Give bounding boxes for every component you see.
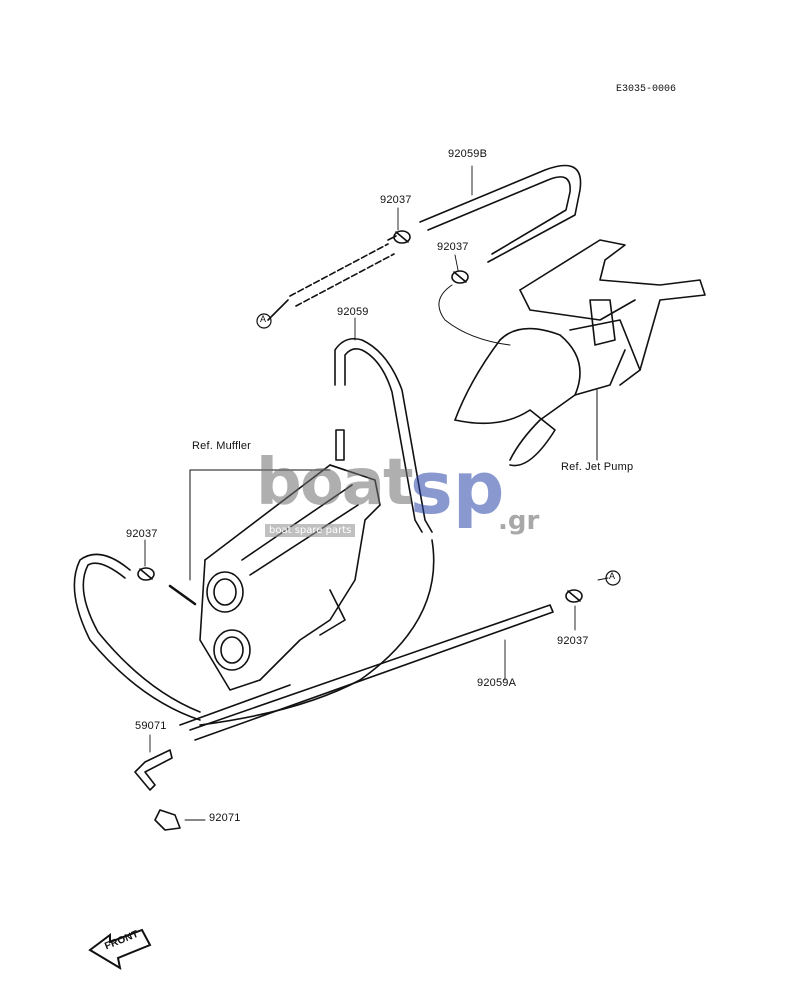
watermark-brand-right: sp bbox=[410, 446, 505, 530]
diagram-code: E3035-0006 bbox=[616, 84, 677, 95]
marker-a-left-label: A bbox=[260, 314, 267, 324]
jet-pump bbox=[454, 239, 706, 467]
part-92037-left-label: 92037 bbox=[126, 528, 158, 540]
watermark-tagline: boat spare parts bbox=[265, 524, 356, 537]
marker-a-right-label: A bbox=[609, 571, 616, 581]
marker-a-left bbox=[256, 313, 272, 329]
part-92037-top-label: 92037 bbox=[380, 194, 412, 206]
hose-92059b bbox=[419, 164, 582, 263]
cap-92071-icon bbox=[154, 809, 181, 831]
connector-pipe bbox=[267, 235, 397, 321]
muffler bbox=[199, 429, 381, 691]
part-92059a-label: 92059A bbox=[477, 677, 517, 689]
part-92037-right-label: 92037 bbox=[557, 635, 589, 647]
ref-muffler-label: Ref. Muffler bbox=[192, 440, 252, 452]
hose-92059 bbox=[199, 337, 435, 726]
part-92037-mid-label: 92037 bbox=[437, 241, 469, 253]
marker-a-right bbox=[605, 570, 621, 586]
watermark-tld: .gr bbox=[498, 506, 540, 536]
part-92059b-label: 92059B bbox=[448, 148, 488, 160]
watermark-brand-left: boat bbox=[256, 446, 414, 520]
clamp-right-icon bbox=[565, 589, 583, 603]
part-92071-label: 92071 bbox=[209, 812, 241, 824]
clamp-mid-icon bbox=[451, 270, 469, 284]
front-arrow-icon bbox=[88, 928, 152, 971]
ref-jet-pump-label: Ref. Jet Pump bbox=[561, 461, 634, 473]
clamp-top-icon bbox=[393, 230, 411, 244]
part-92059-label: 92059 bbox=[337, 306, 369, 318]
part-59071-label: 59071 bbox=[135, 720, 167, 732]
hose-92059a bbox=[179, 604, 554, 741]
clamp-left-icon bbox=[137, 567, 155, 581]
elbow-59071 bbox=[134, 749, 173, 791]
